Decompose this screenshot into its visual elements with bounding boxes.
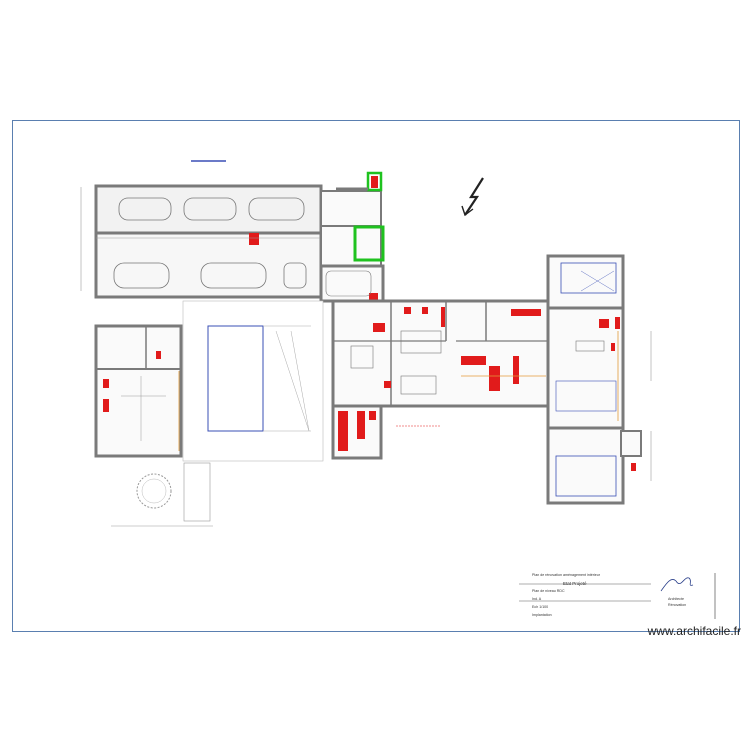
signature-icon xyxy=(660,573,716,619)
plan-sheet: Plan de rénovation aménagement intérieur… xyxy=(12,120,740,632)
main-house xyxy=(331,299,550,460)
garage-block xyxy=(94,184,323,299)
title-line-2: Etat Projeté xyxy=(563,581,587,586)
watermark-text: www.archifacile.fr xyxy=(647,624,741,638)
north-arrow-icon xyxy=(461,177,484,217)
outbuilding-block xyxy=(94,324,183,458)
title-line-3: Plan de niveau RDC xyxy=(532,589,565,593)
drawing-revision: Ind. A xyxy=(532,597,542,601)
entry-block xyxy=(319,171,385,303)
company-line-2: Rénovation xyxy=(668,603,687,607)
title-block: Plan de rénovation aménagement intérieur… xyxy=(518,573,743,633)
east-wing xyxy=(546,254,642,505)
drawing-notes: Implantation xyxy=(532,613,552,617)
title-line-1: Plan de rénovation aménagement intérieur xyxy=(532,573,600,577)
company-line-1: Architecte xyxy=(668,597,684,601)
terrace-pool xyxy=(111,300,324,527)
drawing-scale: Ech 1/100 xyxy=(532,605,549,609)
floor-plan-drawing xyxy=(80,160,716,619)
